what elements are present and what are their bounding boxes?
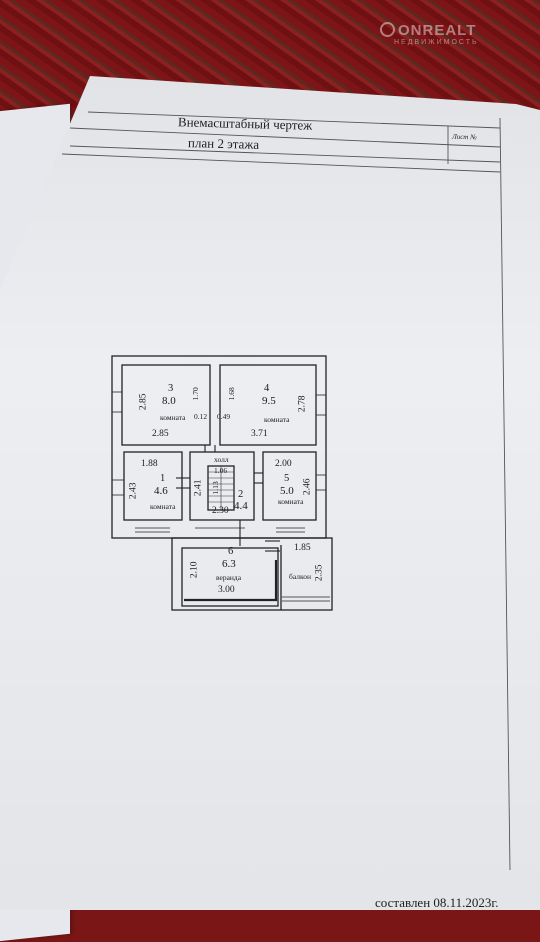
paper-sheet: [0, 76, 540, 910]
room-5-number: 5: [284, 473, 290, 484]
room-6-area: 6.3: [222, 558, 236, 570]
room-1-area: 4.6: [154, 485, 168, 497]
frame-line-top: [87, 111, 501, 129]
frame-line-mid: [69, 127, 501, 148]
room-4-height-right: 2.78: [297, 395, 308, 413]
floor-plan-drawing: [61, 111, 511, 871]
wall-thickness-b: 0.49: [217, 412, 231, 421]
windows: [112, 355, 330, 602]
frame-line-bottom: [61, 153, 501, 173]
room-4-label: комната: [264, 415, 290, 424]
veranda-rail: [184, 560, 278, 602]
room-2-height: 2.41: [193, 479, 204, 497]
drawing-subtitle: план 2 этажа: [187, 135, 260, 152]
lower-block-outer: [171, 537, 333, 611]
doors: [176, 445, 280, 552]
room-6-height: 2.10: [189, 561, 200, 579]
room-6-width: 3.00: [218, 585, 235, 595]
room-1-label: комната: [150, 502, 176, 511]
room-2-label: холл: [214, 455, 229, 464]
room-3-width: 2.85: [152, 429, 169, 439]
room-1-width: 1.88: [141, 459, 158, 469]
watermark-brand: ONREALT: [398, 22, 477, 39]
wall-thickness-a: 0.12: [194, 412, 208, 421]
room-1-outline: [123, 451, 183, 521]
room-3-number: 3: [168, 383, 174, 394]
room-3-label: комната: [160, 413, 186, 422]
room-6-outline: [181, 547, 279, 607]
frame-line-low: [69, 145, 501, 163]
balcony-label: балкон: [289, 572, 311, 581]
room-4-area: 9.5: [262, 395, 276, 407]
room-6-number: 6: [228, 546, 234, 557]
room-3-height-left: 2.85: [138, 393, 149, 411]
room-4-number: 4: [264, 383, 270, 394]
room-5-label: комната: [278, 497, 304, 506]
sheet-shade: [0, 76, 540, 910]
room-2-number: 2: [238, 489, 244, 500]
room-4-outline: [219, 364, 317, 446]
room-3-outline: [121, 364, 211, 446]
room-1-height: 2.43: [128, 482, 139, 500]
stair-height: 1.13: [210, 481, 220, 495]
watermark-sub: НЕДВИЖИМОСТЬ: [394, 39, 479, 46]
room-5-width: 2.00: [275, 459, 292, 469]
watermark-logo-icon: [380, 22, 395, 37]
room-3-height-right: 1.70: [190, 387, 200, 401]
balcony-width: 1.85: [294, 543, 311, 553]
room-4-width: 3.71: [251, 429, 268, 439]
room-2-width: 2.30: [212, 506, 229, 516]
stair-treads: [208, 466, 234, 510]
compiled-date: составлен 08.11.2023г.: [375, 895, 499, 910]
room-3-area: 8.0: [162, 395, 176, 407]
room-5-height: 2.46: [302, 478, 313, 496]
sheet-number-label: Лист №: [451, 132, 477, 142]
room-2-area: 4.4: [234, 500, 248, 512]
balcony-height: 2.35: [314, 564, 325, 582]
room-5-outline: [262, 451, 317, 521]
room-6-label: веранда: [216, 573, 242, 582]
stair-width: 1.06: [214, 466, 228, 475]
room-4-height-left: 1.68: [226, 387, 236, 401]
room-5-area: 5.0: [280, 485, 294, 497]
room-1-number: 1: [160, 473, 166, 484]
watermark: ONREALT НЕДВИЖИМОСТЬ: [380, 22, 479, 46]
frame-line-right: [499, 117, 511, 871]
